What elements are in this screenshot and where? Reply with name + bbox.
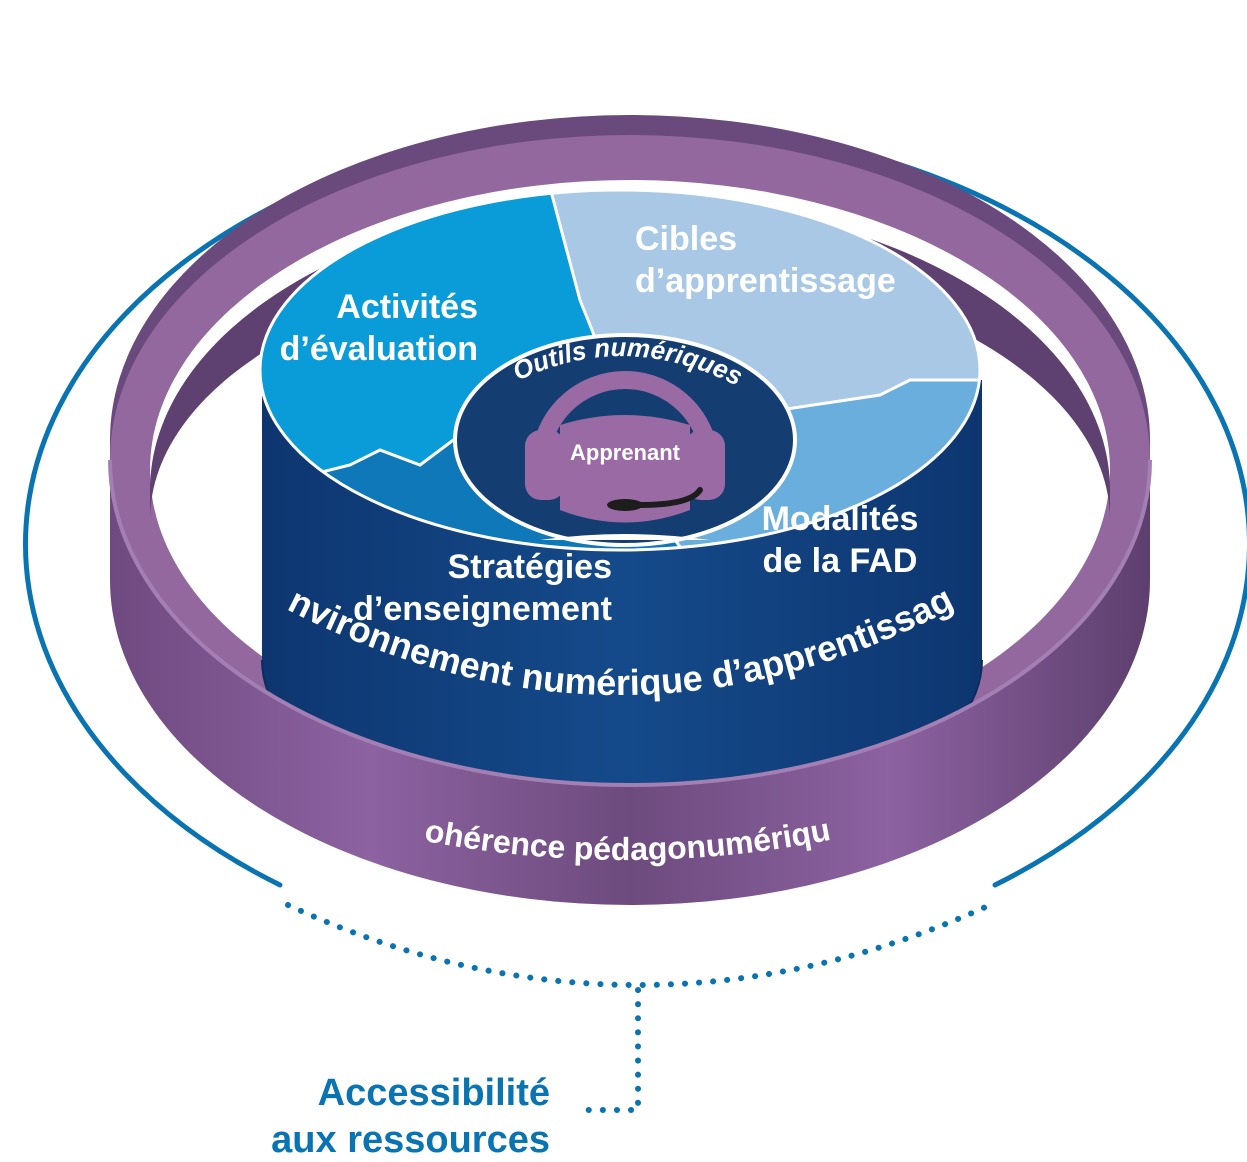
cibles-line1: Cibles [635,220,737,258]
activites-line1: Activités [336,288,478,326]
accessibility-line2: aux ressources [271,1119,550,1161]
purple-ring-front [110,460,1150,905]
activites-line2: d’évaluation [280,330,478,368]
strategies-line2: d’enseignement [353,590,612,628]
modalites-line2: de la FAD [763,542,918,580]
cibles-line2: d’apprentissage [635,262,896,300]
headset-icon [525,371,725,523]
learner-label: Apprenant [570,440,681,465]
modalites-line1: Modalités [762,500,919,538]
dotted-connector [285,902,993,1113]
strategies-line1: Stratégies [448,548,612,586]
accessibility-line1: Accessibilité [318,1072,550,1114]
